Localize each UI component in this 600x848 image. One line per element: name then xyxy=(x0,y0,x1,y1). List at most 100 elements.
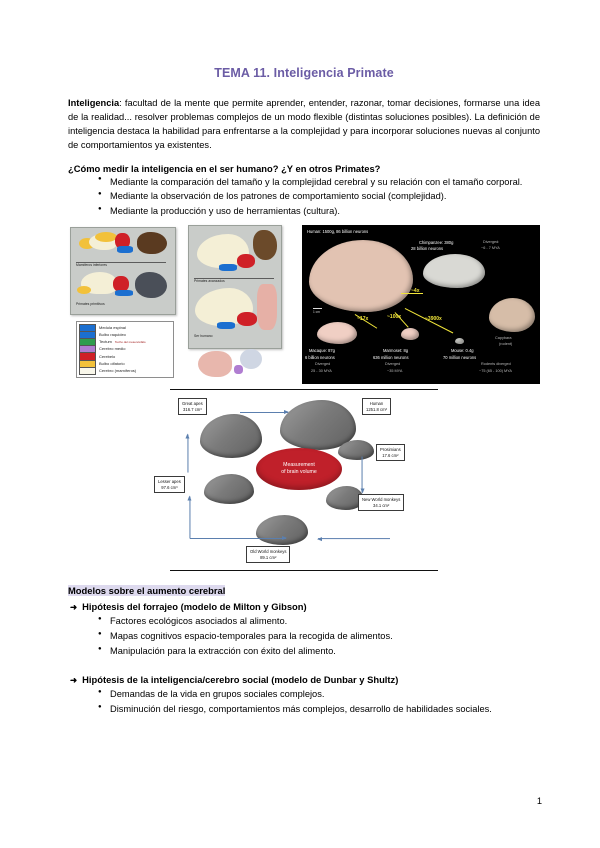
label-chimpanzee-1: Chimpanzee: 380g xyxy=(419,240,454,246)
label-value: 97.6 cm³ xyxy=(161,484,178,490)
center-line-2: of brain volume xyxy=(281,469,317,476)
caption-advanced-primates: Primates avanzados xyxy=(194,279,225,284)
panel-divider xyxy=(76,262,166,264)
label-human: Human: 1500g, 86 billion neurons xyxy=(307,229,369,235)
legend-item: Cerebro (mamíferos) xyxy=(79,366,171,376)
center-ellipse: Measurement of brain volume xyxy=(256,448,342,491)
anatomy-legend: Medula espinal Bulbo raquideo Tectum Tec… xyxy=(76,321,174,379)
intro-body-text: : facultad de la mente que permite apren… xyxy=(68,98,540,151)
mouse-brain-image xyxy=(455,338,464,345)
ape-illustration xyxy=(253,230,277,261)
label-name: New World monkeys xyxy=(362,497,401,503)
caption-human: Ser humano xyxy=(194,334,213,339)
label-macaque-4: 25 - 30 MYA xyxy=(311,369,332,374)
label-name: Lesser apes xyxy=(158,479,181,485)
label-chimpanzee-2: 28 billion neurons xyxy=(411,246,444,252)
figure-brain-volume-wrapper: Measurement of brain volume Great apes 3… xyxy=(68,389,540,572)
arrow-new-world-to-old-world xyxy=(318,538,390,540)
lemur-illustration xyxy=(135,272,167,299)
anatomy-panel-primates: Primates avanzados Ser humano xyxy=(188,225,282,350)
section-spacer xyxy=(68,665,540,672)
connector-line xyxy=(401,293,423,295)
list-item: Factores ecológicos asociados al aliment… xyxy=(98,615,540,629)
new-world-monkeys-brain-image xyxy=(326,486,364,511)
legend-label: Bulbo raquideo xyxy=(99,332,126,338)
label-human: Human 1251.8 cm³ xyxy=(362,398,391,416)
models-section: Modelos sobre el aumento cerebral Hipóte… xyxy=(68,581,540,717)
legend-label: Tectum xyxy=(99,339,112,345)
list-item: Mediante la comparación del tamaño y la … xyxy=(98,175,540,190)
label-chimp-diverged-1: Diverged: xyxy=(483,240,500,245)
label-macaque-2: 6 billion neurons xyxy=(305,355,335,361)
figure-neuron-counts: Human: 1500g, 86 billion neurons Chimpan… xyxy=(302,225,540,385)
list-item: Mediante la producción y uso de herramie… xyxy=(98,205,540,219)
arrow-bottom-connector xyxy=(190,536,287,541)
label-marmoset-4: ~35 MYA xyxy=(387,369,403,374)
models-heading-wrapper: Modelos sobre el aumento cerebral xyxy=(68,581,540,599)
capybara-brain-image xyxy=(489,298,535,333)
label-value: 17.6 cm² xyxy=(382,452,399,458)
human-brain-image xyxy=(280,400,356,451)
label-new-world-monkeys: New World monkeys 34.1 cm² xyxy=(358,494,405,512)
caption-primitive-primates: Primates primitivos xyxy=(76,302,105,307)
arrow-great-apes-to-human xyxy=(240,410,289,415)
spinal-cord-shape xyxy=(219,264,237,272)
list-item: Mediante la observación de los patrones … xyxy=(98,190,540,204)
arrow-lesser-to-great-apes xyxy=(187,434,189,473)
legend-label: Cerebro (mamíferos) xyxy=(99,368,137,374)
label-rodents-1: Rodents diverged xyxy=(481,362,511,367)
prosimians-brain-image xyxy=(338,440,374,461)
inset-midbrain-shape xyxy=(234,365,243,375)
label-chimp-diverged-2: ~6 - 7 MYA xyxy=(481,246,500,251)
label-great-apes: Great apes 316.7 cm³ xyxy=(178,398,207,416)
scale-bar xyxy=(313,308,322,310)
panel-divider xyxy=(194,278,274,280)
label-value: 89.1 cm² xyxy=(260,554,277,560)
inset-brain-illustration-2 xyxy=(240,349,262,370)
question-bullet-list: Mediante la comparación del tamaño y la … xyxy=(68,175,540,220)
list-item: Manipulación para la extracción con éxit… xyxy=(98,645,540,659)
scale-bar-label: 1 cm xyxy=(313,310,320,315)
figure-brain-volume: Measurement of brain volume Great apes 3… xyxy=(154,389,438,572)
intro-lead-term: Inteligencia xyxy=(68,98,120,108)
olfactory-bulb-shape xyxy=(79,238,95,250)
legend-label: Bulbo olfatorio xyxy=(99,360,125,366)
spinal-cord-shape xyxy=(115,290,133,297)
page-number: 1 xyxy=(536,796,542,806)
models-heading: Modelos sobre el aumento cerebral xyxy=(68,585,226,597)
label-marmoset-2: 636 million neurons xyxy=(373,355,409,361)
ratio-mouse: ~3900x xyxy=(425,316,442,323)
label-marmoset-1: Marmoset: 8g xyxy=(383,348,409,354)
inset-brain-illustration xyxy=(198,351,232,378)
label-name: Old World monkeys xyxy=(250,549,287,555)
ratio-marmoset: ~100x xyxy=(387,314,402,321)
label-value: 316.7 cm³ xyxy=(183,406,202,412)
hypothesis-2-title: Hipótesis de la inteligencia/cerebro soc… xyxy=(68,674,540,686)
ratio-chimpanzee: ~4x xyxy=(411,288,420,295)
cerebellum-shape xyxy=(237,254,255,269)
marmoset-brain-image xyxy=(401,328,419,341)
human-figure-illustration xyxy=(257,284,277,331)
label-value: 34.1 cm² xyxy=(373,502,390,508)
olfactory-bulb-shape xyxy=(77,286,91,295)
legend-label: Cerebelo xyxy=(99,353,116,359)
list-item: Demandas de la vida en grupos sociales c… xyxy=(98,688,540,702)
list-item: Disminución del riesgo, comportamientos … xyxy=(98,703,540,717)
chimpanzee-brain-image xyxy=(423,254,485,289)
midbrain-shape xyxy=(95,232,117,243)
hypothesis-1-title: Hipótesis del forrajeo (modelo de Milton… xyxy=(68,601,540,613)
hedgehog-illustration xyxy=(137,232,167,255)
label-capybara-1: Capybara xyxy=(495,336,512,341)
great-apes-brain-image xyxy=(200,414,262,459)
label-marmoset-3: Diverged xyxy=(385,362,401,367)
arrow-old-world-to-lesser-apes xyxy=(189,496,191,539)
label-prosimians: Prosimians 17.6 cm² xyxy=(376,444,405,462)
center-line-1: Measurement xyxy=(283,462,315,469)
hypothesis-2-bullets: Demandas de la vida en grupos sociales c… xyxy=(68,688,540,717)
label-mouse-2: 70 million neurons xyxy=(443,355,477,361)
cerebellum-shape xyxy=(115,233,130,250)
spinal-cord-shape xyxy=(117,246,133,254)
label-name: Great apes xyxy=(182,401,203,407)
label-macaque-1: Macaque: 87g xyxy=(309,348,335,354)
